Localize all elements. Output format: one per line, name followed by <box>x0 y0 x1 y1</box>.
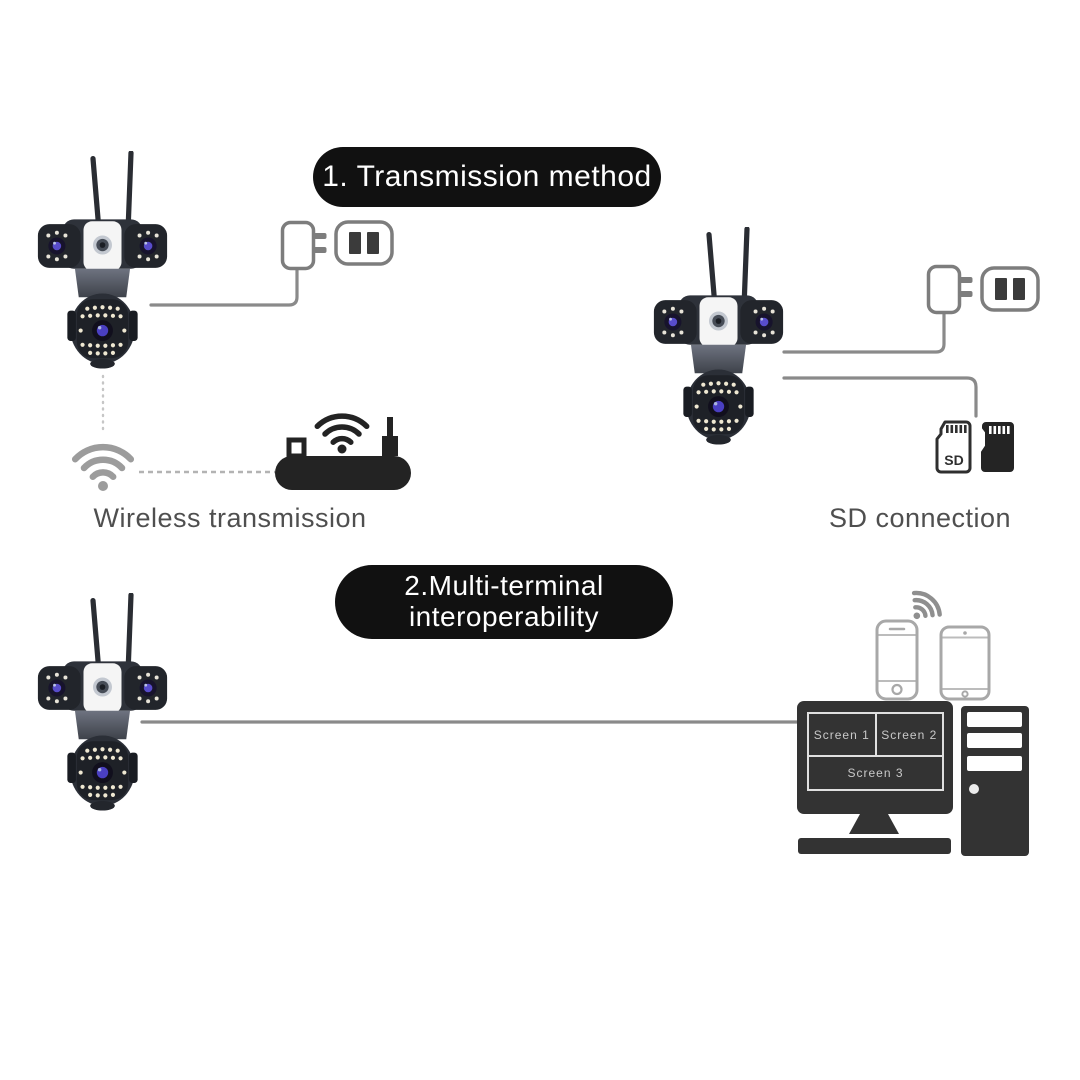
pc-tower <box>961 706 1029 856</box>
power-adapter-icon-1 <box>280 220 330 284</box>
banner-multi-terminal-line2: interoperability <box>408 601 600 632</box>
sd-connection-caption: SD connection <box>828 503 1012 533</box>
tower-vent-slot <box>967 712 1022 727</box>
tower-vent-slot <box>967 733 1022 748</box>
sd-card-icon: SD <box>935 420 972 474</box>
micro-sd-card-icon <box>981 422 1014 472</box>
banner-transmission-method: 1. Transmission method <box>313 147 661 207</box>
tower-vent-slot <box>967 756 1022 771</box>
screen-3-cell: Screen 3 <box>847 766 904 780</box>
power-adapter-icon-2 <box>926 264 976 328</box>
keyboard <box>798 838 951 854</box>
tablet-icon <box>939 625 991 701</box>
desktop-monitor: Screen 1 Screen 2 Screen 3 <box>797 701 953 814</box>
banner-multi-terminal-line1: 2.Multi-terminal <box>404 570 604 602</box>
power-outlet-icon-1 <box>334 220 394 266</box>
power-outlet-icon-2 <box>980 266 1040 312</box>
monitor-screen: Screen 1 Screen 2 Screen 3 <box>807 712 944 791</box>
screen-2-cell: Screen 2 <box>874 714 943 755</box>
sd-card-label: SD <box>944 452 963 468</box>
smartphone-icon <box>875 619 919 701</box>
security-camera-2 <box>652 227 785 455</box>
wifi-signal-icon <box>71 443 135 491</box>
tower-power-button <box>969 784 979 794</box>
security-camera-1 <box>36 151 169 379</box>
line-camera2-to-sd <box>782 376 978 418</box>
line-camera2-to-power <box>782 310 946 354</box>
wireless-transmission-caption: Wireless transmission <box>93 503 367 533</box>
wifi-router-icon <box>275 413 411 490</box>
screen-1-cell: Screen 1 <box>813 727 870 742</box>
wifi-waves-icon <box>911 590 942 620</box>
security-camera-3 <box>36 593 169 821</box>
banner-transmission-label: 1. Transmission method <box>322 160 652 193</box>
monitor-stand <box>849 814 899 834</box>
banner-multi-terminal: 2.Multi-terminal interoperability <box>335 565 673 639</box>
line-camera1-to-power <box>149 266 299 307</box>
